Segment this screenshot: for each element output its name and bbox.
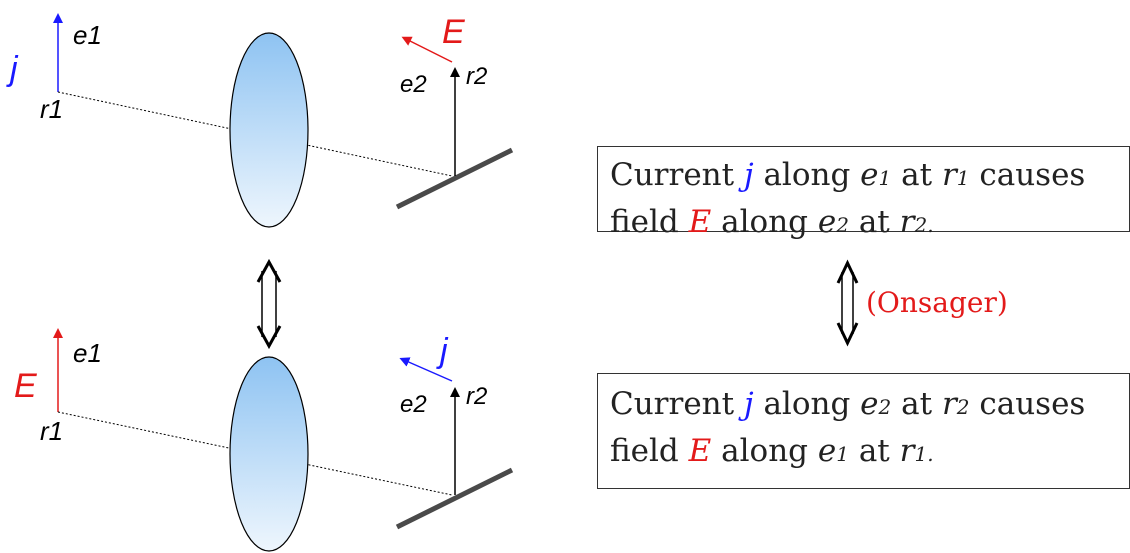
top-lens <box>229 32 309 228</box>
bottom-field-vector <box>399 357 453 382</box>
top-source-point: r1 <box>40 94 63 124</box>
bottom-field-label: j <box>436 332 449 370</box>
bottom-source-label: E <box>14 367 37 405</box>
scene-equivalence-arrow <box>256 258 282 350</box>
top-field-point: r2 <box>466 63 487 90</box>
onsager-label: (Onsager) <box>866 286 1008 319</box>
top-field-basis: e2 <box>400 71 427 98</box>
statement-bottom-line1: Current j along e2 at r2 causes <box>610 386 1086 422</box>
bottom-source-point: r1 <box>40 416 63 446</box>
statement-bottom-box: Current j along e2 at r2 causes field E … <box>597 373 1130 489</box>
top-scene: j e1 r1 E e2 r2 <box>6 13 514 228</box>
bottom-lens <box>229 356 309 552</box>
bottom-field-basis: e2 <box>400 391 427 418</box>
statement-top-box: Current j along e1 at r1 causes field E … <box>597 146 1130 240</box>
statement-top-line1: Current j along e1 at r1 causes <box>610 157 1086 193</box>
onsager-arrow <box>836 259 859 347</box>
top-field-label: E <box>442 13 465 51</box>
statement-top-line2: field E along e2 at r2. <box>610 204 934 240</box>
bottom-mirror <box>395 467 514 530</box>
bottom-scene: E e1 r1 j e2 r2 <box>14 328 514 552</box>
top-field-vector <box>401 36 453 63</box>
bottom-source-basis: e1 <box>73 338 102 368</box>
bottom-field-point: r2 <box>466 383 487 410</box>
top-mirror <box>395 147 514 210</box>
statement-bottom-line2: field E along e1 at r1. <box>610 433 934 469</box>
top-source-basis: e1 <box>73 20 102 50</box>
top-source-label: j <box>6 50 19 88</box>
